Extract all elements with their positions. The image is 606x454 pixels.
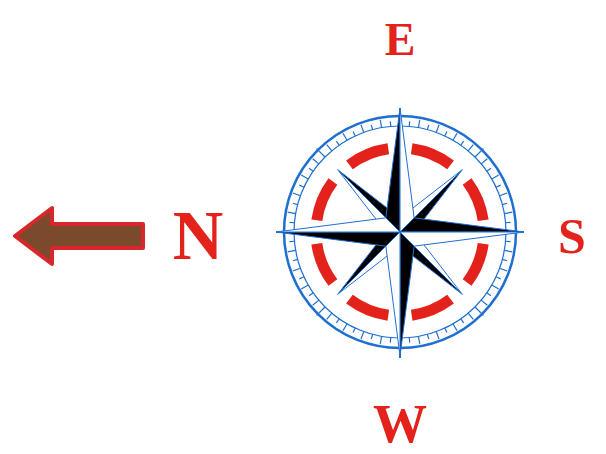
tick — [487, 168, 491, 171]
tick — [506, 222, 511, 224]
tick — [299, 277, 304, 279]
tick — [502, 203, 507, 204]
tick — [481, 300, 487, 305]
tick — [496, 277, 501, 279]
tick — [313, 159, 319, 164]
tick — [380, 120, 381, 128]
tick — [371, 125, 372, 130]
tick — [343, 324, 347, 331]
tick — [309, 293, 313, 296]
tick — [418, 336, 419, 344]
tick — [353, 131, 355, 136]
tick — [390, 338, 392, 343]
red-segment — [317, 244, 333, 283]
star-half — [386, 232, 400, 356]
tick — [445, 131, 447, 136]
star-half — [276, 232, 400, 246]
tick — [436, 125, 439, 133]
tick — [487, 293, 491, 296]
star-half — [400, 218, 524, 232]
tick — [427, 334, 428, 339]
tick — [418, 120, 419, 128]
tick — [380, 336, 381, 344]
north-arrow — [15, 208, 143, 264]
direction-label: S — [558, 211, 586, 261]
tick — [461, 319, 464, 323]
tick — [317, 307, 325, 315]
red-segment — [349, 299, 388, 315]
red-segment — [467, 181, 483, 220]
tick — [317, 149, 325, 157]
tick — [453, 324, 457, 331]
tick — [492, 175, 499, 179]
tick — [288, 250, 296, 251]
tick — [409, 338, 411, 343]
tick — [504, 212, 512, 213]
tick — [427, 125, 428, 130]
tick — [301, 285, 308, 289]
red-segment — [349, 149, 388, 165]
tick — [371, 334, 372, 339]
star-half — [400, 232, 414, 356]
tick — [468, 145, 473, 151]
red-segment — [317, 181, 333, 220]
tick — [309, 168, 313, 171]
star-half — [400, 108, 414, 232]
tick — [361, 332, 364, 340]
tick — [336, 141, 339, 145]
red-segment — [467, 244, 483, 283]
compass-star — [276, 108, 524, 356]
tick — [293, 193, 301, 196]
tick — [468, 313, 473, 319]
tick — [289, 241, 294, 243]
tick — [361, 125, 364, 133]
star-half — [386, 108, 400, 232]
red-segment — [412, 149, 451, 165]
red-segment — [412, 299, 451, 315]
tick — [445, 328, 447, 333]
tick — [481, 159, 487, 164]
tick — [390, 121, 392, 126]
tick — [453, 133, 457, 140]
direction-label: W — [373, 397, 427, 451]
tick — [343, 133, 347, 140]
tick — [293, 203, 298, 204]
direction-label: E — [385, 17, 416, 63]
tick — [313, 300, 319, 305]
tick — [327, 145, 332, 151]
tick — [496, 185, 501, 187]
direction-label: N — [173, 201, 224, 271]
tick — [336, 319, 339, 323]
tick — [327, 313, 332, 319]
tick — [500, 193, 508, 196]
tick — [475, 149, 483, 157]
star-half — [276, 218, 400, 232]
tick — [461, 141, 464, 145]
tick — [436, 332, 439, 340]
tick — [301, 175, 308, 179]
tick — [502, 259, 507, 260]
tick — [289, 222, 294, 224]
tick — [353, 328, 355, 333]
tick — [492, 285, 499, 289]
tick — [288, 212, 296, 213]
tick — [293, 259, 298, 260]
star-half — [400, 232, 524, 246]
tick — [299, 185, 304, 187]
tick — [293, 268, 301, 271]
tick — [475, 307, 483, 315]
tick — [504, 250, 512, 251]
tick — [409, 121, 411, 126]
tick — [506, 241, 511, 243]
tick — [500, 268, 508, 271]
